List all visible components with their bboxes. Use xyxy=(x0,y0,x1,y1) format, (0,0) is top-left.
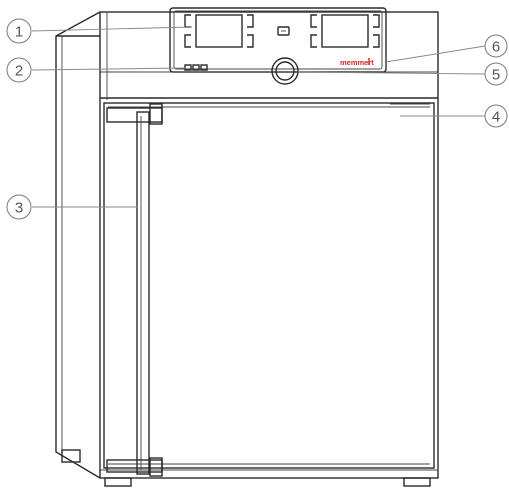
handle-top-bracket xyxy=(106,107,163,123)
right-display-bracket-tr xyxy=(373,14,380,28)
control-knob-icon xyxy=(271,57,299,85)
center-indicator-icon xyxy=(277,26,290,36)
callouts: 1 2 3 4 5 6 xyxy=(6,18,508,220)
left-display-bracket-br xyxy=(247,34,254,48)
buttons xyxy=(184,64,208,71)
right-display xyxy=(310,14,380,48)
callout-1-label: 1 xyxy=(15,24,23,41)
right-display-bracket-br xyxy=(373,34,380,48)
right-display-bracket-bl xyxy=(310,34,317,48)
callout-4-label: 4 xyxy=(492,109,500,126)
indicator-box xyxy=(277,26,290,36)
knob-inner xyxy=(275,61,295,81)
button-2-icon xyxy=(192,64,200,71)
brand-logo: memmert xyxy=(340,58,374,67)
handle-bar xyxy=(136,111,150,475)
cabinet-front xyxy=(99,11,439,479)
callout-2-leader xyxy=(31,67,186,71)
callout-5-leader xyxy=(297,71,486,75)
cabinet-side-panel xyxy=(55,11,101,479)
control-panel-inner xyxy=(173,10,383,70)
callout-2-label: 2 xyxy=(15,63,23,80)
callout-5-label: 5 xyxy=(492,67,500,84)
callout-6-circle xyxy=(484,34,508,58)
callout-6-leader xyxy=(385,45,486,63)
callout-2-circle xyxy=(6,57,32,83)
callout-6-label: 6 xyxy=(492,39,500,56)
handle-bottom-hinge xyxy=(149,457,163,477)
foot-back-left xyxy=(61,449,81,463)
cabinet xyxy=(55,11,439,487)
foot-front-right xyxy=(403,477,431,487)
left-display-bracket-tr xyxy=(247,14,254,28)
knob-outer xyxy=(271,57,299,85)
button-3-icon xyxy=(200,64,208,71)
foot-front-left xyxy=(104,477,132,487)
door-handle xyxy=(106,103,163,477)
callout-3-label: 3 xyxy=(15,200,23,217)
left-display-bracket-bl xyxy=(184,34,191,48)
left-display-screen xyxy=(195,14,243,48)
right-display-screen xyxy=(321,14,369,48)
callout-1-leader xyxy=(31,26,193,32)
callout-4-circle xyxy=(484,104,508,128)
right-display-bracket-tl xyxy=(310,14,317,28)
left-display-bracket-tl xyxy=(184,14,191,28)
left-display xyxy=(184,14,254,48)
handle-top-hinge xyxy=(149,103,163,125)
door xyxy=(100,97,438,469)
button-1-icon xyxy=(184,64,192,71)
callout-1-circle xyxy=(6,18,32,44)
callout-5-circle xyxy=(484,62,508,86)
door-panel xyxy=(103,102,435,469)
callout-3-circle xyxy=(6,194,32,220)
